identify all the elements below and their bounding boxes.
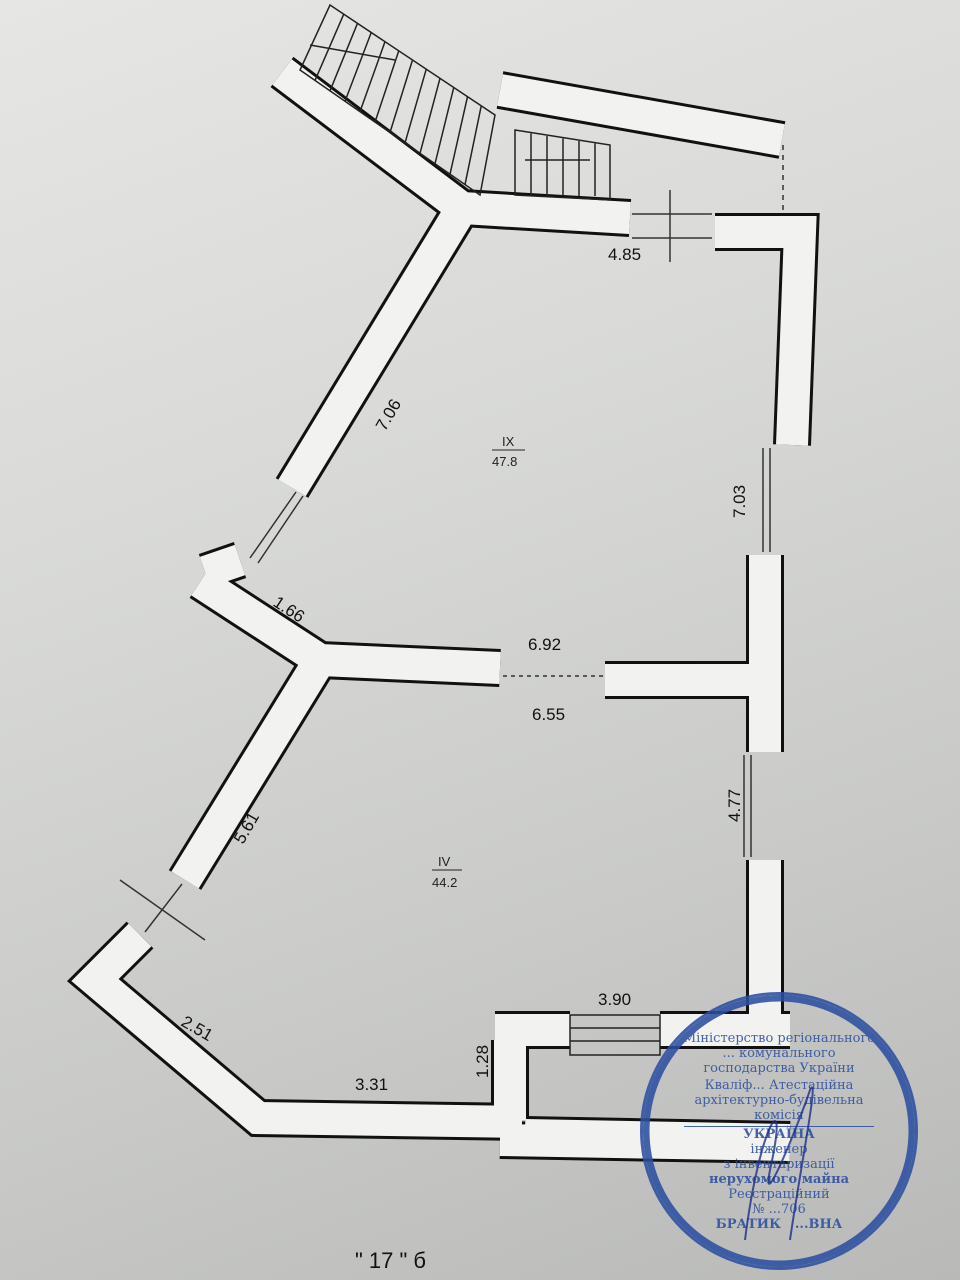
room-iv: IV 44.2 xyxy=(432,854,462,890)
windows xyxy=(119,145,784,941)
stamp-name-right: ...ВНА xyxy=(794,1216,843,1232)
official-stamp: Міністерство регіонального ... комунальн… xyxy=(640,992,918,1270)
room-number: IV xyxy=(438,854,451,869)
dim-bottom-right: 3.90 xyxy=(598,990,631,1009)
walls xyxy=(66,56,820,1164)
room-area: 44.2 xyxy=(432,875,457,890)
room-area: 47.8 xyxy=(492,454,517,469)
stair-tread xyxy=(434,87,455,164)
stair-tread xyxy=(374,50,400,123)
stair-tread xyxy=(464,105,482,185)
stair-tread xyxy=(329,23,359,92)
stairs xyxy=(299,3,661,1056)
stair-tread xyxy=(344,32,372,102)
stair-tread xyxy=(359,41,386,112)
stair-tread xyxy=(404,68,427,144)
dim-partition-upper: 6.92 xyxy=(528,635,561,654)
stamp-inner-ring: Кваліф... Атестаційна архітектурно-будів… xyxy=(684,1078,874,1127)
dim-bottom-step: 1.28 xyxy=(473,1045,492,1078)
dim-upper-right-wall: 7.03 xyxy=(730,485,749,518)
stamp-outer-ring: Міністерство регіонального ... комунальн… xyxy=(682,1030,876,1076)
stair-tread xyxy=(419,78,441,154)
stair-tread xyxy=(389,59,414,133)
stamp-name-left: БРАТИК xyxy=(715,1216,781,1232)
dim-bottom-wall: 3.31 xyxy=(355,1075,388,1094)
stamp-line5: № ...706 xyxy=(752,1201,806,1217)
stamp-line3: нерухомого майна xyxy=(708,1171,850,1187)
stamp-center-top: УКРАЇНА xyxy=(743,1126,815,1142)
stamp-names: БРАТИК ...ВНА xyxy=(716,1217,843,1232)
stair-tread xyxy=(449,96,469,175)
stamp-line2: з інвентаризації xyxy=(723,1156,835,1172)
dim-top-wall: 4.85 xyxy=(608,245,641,264)
footer-text: " 17 " б xyxy=(355,1248,426,1273)
room-ix: IX 47.8 xyxy=(492,434,525,469)
stamp-line4: Реєстраційний xyxy=(728,1186,830,1202)
dim-partition-lower: 6.55 xyxy=(532,705,565,724)
room-number: IX xyxy=(502,434,515,449)
stair-tread xyxy=(314,13,345,81)
dim-upper-left-wall: 7.06 xyxy=(372,396,405,434)
dim-lower-right-wall: 4.77 xyxy=(725,789,744,822)
stamp-line1: інженер xyxy=(750,1141,808,1157)
